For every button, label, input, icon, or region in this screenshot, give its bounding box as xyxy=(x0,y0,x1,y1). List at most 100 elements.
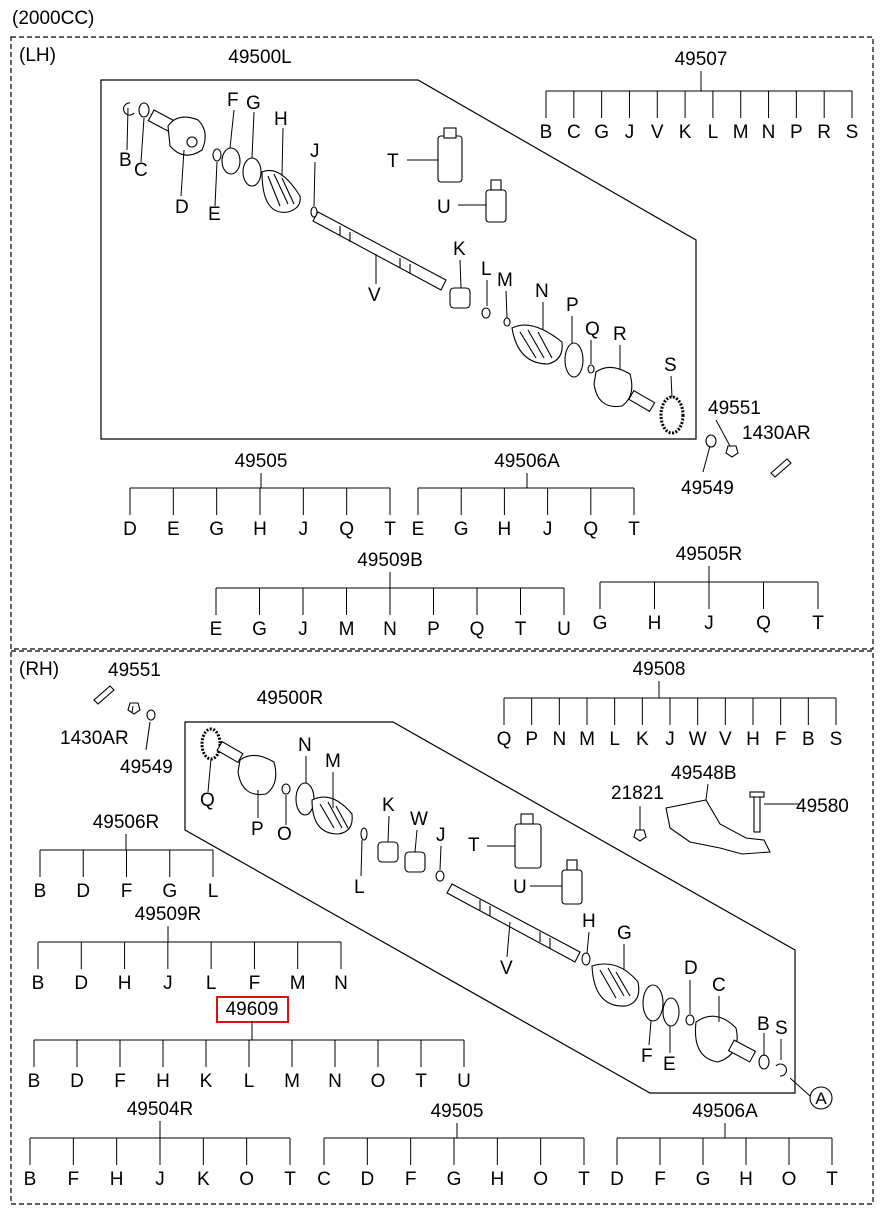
rh-kit_49504R-letter: O xyxy=(239,1169,255,1190)
rh-assembly-outline xyxy=(184,721,796,1094)
rh-kit_49508-letter: P xyxy=(525,729,538,750)
rh-kit_49508-letter: K xyxy=(635,729,649,750)
rh-kit_49609-letter: H xyxy=(156,1071,170,1092)
lh-kit_49506A-letter: H xyxy=(497,519,512,540)
lh-kit_49505-letter: G xyxy=(209,519,225,540)
rh-kit_49506A-letter: O xyxy=(781,1169,797,1190)
rh-kit_49508-letter: B xyxy=(801,729,815,750)
part-no-49505-lh[interactable]: 49505 xyxy=(234,451,288,472)
lh-kit_49507-tree-lines xyxy=(545,71,853,118)
rh-kit_49509R-letter: L xyxy=(205,973,217,994)
lh-kit_49505R-letter: H xyxy=(647,613,662,634)
part-no-21821[interactable]: 21821 xyxy=(611,783,664,804)
leader-line xyxy=(705,783,709,801)
rh-kit_49506A-letter: D xyxy=(610,1169,624,1190)
lh-kit_49505R-tree-lines xyxy=(599,566,819,609)
lh-callout-U: U xyxy=(437,197,451,218)
lh-kit_49505-letter: J xyxy=(298,519,309,540)
part-no-49609-rh[interactable]: 49609 xyxy=(225,999,279,1020)
part-no-49551-rh[interactable]: 49551 xyxy=(108,660,161,681)
leader-line xyxy=(648,1020,652,1046)
rh-callout-C: C xyxy=(712,975,726,996)
lh-kit_49505-letter: D xyxy=(123,519,137,540)
lh-kit_49505-letter: T xyxy=(384,519,396,540)
rh-kit_49509R-tree-lines xyxy=(37,926,342,969)
lh-kit_49506A-letter: T xyxy=(628,519,640,540)
leader-line xyxy=(251,111,255,159)
leader-line xyxy=(145,721,151,751)
part-no-1430AR-lh[interactable]: 1430AR xyxy=(742,423,811,444)
rh-kit_49506R-tree-lines xyxy=(39,834,214,877)
rh-callout-P: P xyxy=(251,819,264,840)
rh-kit_49505-letter: T xyxy=(578,1169,590,1190)
lh-kit_49506A-letter: G xyxy=(453,519,469,540)
rh-callout-S: S xyxy=(775,1018,788,1039)
rh-kit_49609-letter: L xyxy=(243,1071,255,1092)
part-no-49506A-rh[interactable]: 49506A xyxy=(692,1101,758,1122)
lh-kit_49507-letter: C xyxy=(566,122,581,143)
rh-callout-N: N xyxy=(298,735,312,756)
part-no-49509B-lh[interactable]: 49509B xyxy=(357,550,423,571)
lh-kit_49507-letter: B xyxy=(539,122,553,143)
lh-kit_49507-letter: J xyxy=(624,122,635,143)
lh-callout-H: H xyxy=(274,109,288,130)
lh-kit_49507-letter: S xyxy=(845,122,859,143)
part-no-49500R[interactable]: 49500R xyxy=(256,688,324,709)
rh-kit_49508-letter: S xyxy=(829,729,843,750)
rh-kit_49505-letter: G xyxy=(446,1169,462,1190)
leader-line xyxy=(414,829,418,853)
rh-kit_49506A-letter: G xyxy=(695,1169,711,1190)
leader-line xyxy=(229,109,235,149)
leader-line xyxy=(715,419,731,447)
lh-kit_49509B-letter: N xyxy=(383,619,397,640)
lh-callout-G: G xyxy=(246,93,261,114)
part-no-49509R-rh[interactable]: 49509R xyxy=(134,904,202,925)
part-no-49508-rh[interactable]: 49508 xyxy=(632,659,686,680)
part-no-1430AR-rh[interactable]: 1430AR xyxy=(60,728,129,749)
rh-kit_49506R-letter: B xyxy=(33,881,47,902)
part-no-49507-lh[interactable]: 49507 xyxy=(674,49,728,70)
rh-kit_49508-letter: M xyxy=(579,729,595,750)
rh-kit_49509R-letter: F xyxy=(248,973,261,994)
part-no-49551-lh[interactable]: 49551 xyxy=(708,398,761,419)
part-no-49548B[interactable]: 49548B xyxy=(671,763,737,784)
lh-kit_49507-letter: P xyxy=(790,122,803,143)
part-no-49504R-rh[interactable]: 49504R xyxy=(126,1099,194,1120)
rh-kit_49609-letter: D xyxy=(70,1071,84,1092)
rh-kit_49609-letter: K xyxy=(199,1071,213,1092)
part-no-49506A-lh[interactable]: 49506A xyxy=(494,451,560,472)
rh-kit_49504R-tree-lines xyxy=(29,1121,291,1165)
rh-kit_49508-letter: Q xyxy=(496,729,512,750)
part-no-49549-rh[interactable]: 49549 xyxy=(120,757,173,778)
lh-kit_49505-letter: E xyxy=(166,519,180,540)
part-no-49505R-lh[interactable]: 49505R xyxy=(675,544,743,565)
rh-kit_49508-letter: J xyxy=(665,729,675,750)
lh-kit_49509B-letter: J xyxy=(298,619,308,640)
lh-kit_49505R-letter: T xyxy=(812,613,824,634)
lh-kit_49509B-letter: U xyxy=(557,619,571,640)
lh-kit_49507-letter: N xyxy=(761,122,776,143)
rh-kit_49506R-letter: D xyxy=(76,881,91,902)
rh-kit_49508-letter: V xyxy=(718,729,732,750)
lh-kit_49505-letter: H xyxy=(253,519,267,540)
part-no-49506R-rh[interactable]: 49506R xyxy=(92,812,160,833)
part-no-49505-rh[interactable]: 49505 xyxy=(430,1101,484,1122)
leader-line xyxy=(126,107,129,151)
leader-line xyxy=(702,445,711,473)
lh-section-label: (LH) xyxy=(19,45,56,66)
lh-kit_49506A-tree-lines xyxy=(417,473,635,515)
lh-callout-J: J xyxy=(310,141,320,162)
lh-callout-L: L xyxy=(481,259,492,280)
leader-line xyxy=(505,290,508,319)
lh-callout-C: C xyxy=(134,160,148,181)
rh-kit_49504R-letter: T xyxy=(284,1169,296,1190)
part-no-49500L[interactable]: 49500L xyxy=(228,47,292,68)
leader-line xyxy=(214,161,218,207)
part-no-49580[interactable]: 49580 xyxy=(796,796,849,817)
rh-kit_49504R-letter: J xyxy=(155,1169,165,1190)
rh-callout-H: H xyxy=(582,911,596,932)
part-no-49549-lh[interactable]: 49549 xyxy=(681,478,734,499)
leader-line xyxy=(670,375,673,398)
lh-callout-E: E xyxy=(208,204,221,225)
lh-callout-V: V xyxy=(368,285,381,306)
